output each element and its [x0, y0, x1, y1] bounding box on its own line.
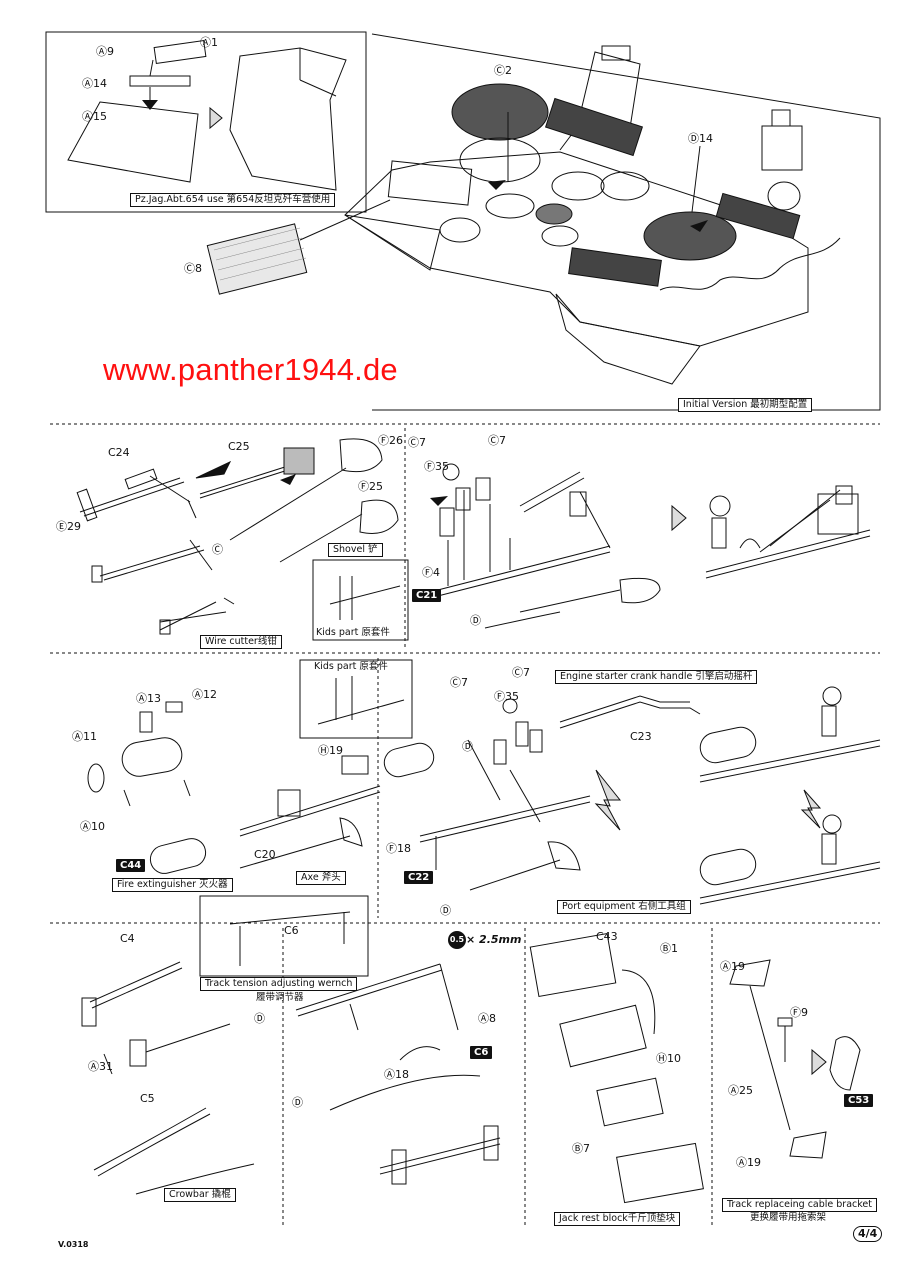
callout-a25: Ⓐ25 [728, 1084, 753, 1097]
callout-f26: Ⓕ26 [378, 434, 403, 447]
callout-d: Ⓓ [470, 614, 481, 627]
callout-a11: Ⓐ11 [72, 730, 97, 743]
fire-extinguisher-caption: Fire extinguisher 灭火器 [112, 878, 233, 892]
callout-c43: C43 [596, 930, 618, 943]
kids-part-box [312, 559, 409, 641]
callout-b1: Ⓑ1 [660, 942, 678, 955]
website-watermark: www.panther1944.de [103, 352, 398, 387]
code-c53: C53 [844, 1094, 874, 1107]
initial-version-caption: Initial Version 最初期型配置 [678, 398, 813, 412]
callout-e29: Ⓔ29 [56, 520, 81, 533]
jack-rest-caption: Jack rest block千斤顶垫块 [554, 1212, 681, 1226]
axe-caption: Axe 斧头 [296, 871, 346, 885]
callout-c7-c: Ⓒ7 [450, 676, 468, 689]
callout-f4: Ⓕ4 [422, 566, 440, 579]
callout-c6-label: C6 [284, 924, 299, 937]
callout-a10: Ⓐ10 [80, 820, 105, 833]
callout-a13: Ⓐ13 [136, 692, 161, 705]
callout-a8: Ⓐ8 [478, 1012, 496, 1025]
callout-b7: Ⓑ7 [572, 1142, 590, 1155]
track-tension-caption-cn: 履带调节器 [256, 992, 304, 1003]
track-tension-caption: Track tension adjusting wernch [200, 977, 358, 991]
callout-f25: Ⓕ25 [358, 480, 383, 493]
code-c44: C44 [116, 859, 146, 872]
callout-a1: Ⓐ1 [200, 36, 218, 49]
callout-a19-b: Ⓐ19 [736, 1156, 761, 1169]
callout-c25: C25 [228, 440, 250, 453]
callout-f35-b: Ⓕ35 [494, 690, 519, 703]
pzjag-caption: Pz.Jag.Abt.654 use 第654反坦克歼车营使用 [130, 193, 336, 207]
callout-a12: Ⓐ12 [192, 688, 217, 701]
code-c21: C21 [412, 589, 442, 602]
drill-dimension: × 2.5mm [466, 933, 522, 946]
callout-h19: Ⓗ19 [318, 744, 343, 757]
engine-crank-caption: Engine starter crank handle 引擎启动摇杆 [555, 670, 758, 684]
port-equipment-caption: Port equipment 右侧工具组 [557, 900, 691, 914]
callout-a9: Ⓐ9 [96, 45, 114, 58]
callout-c23: C23 [630, 730, 652, 743]
callout-c8: Ⓒ8 [184, 262, 202, 275]
drill-size-badge: 0.5 [448, 931, 466, 949]
callout-c7-a: Ⓒ7 [408, 436, 426, 449]
callout-f35: Ⓕ35 [424, 460, 449, 473]
shovel-caption: Shovel 铲 [328, 543, 383, 557]
callout-d14: Ⓓ14 [688, 132, 713, 145]
crowbar-caption: Crowbar 撬棍 [164, 1188, 236, 1202]
callout-h10: Ⓗ10 [656, 1052, 681, 1065]
callout-a19-a: Ⓐ19 [720, 960, 745, 973]
callout-c5: C5 [140, 1092, 155, 1105]
callout-c-mark: Ⓒ [212, 543, 223, 556]
kids-part-caption: Kids part 原套件 [316, 627, 390, 638]
callout-d-b: Ⓓ [462, 740, 473, 753]
callout-f9: Ⓕ9 [790, 1006, 808, 1019]
callout-c2: Ⓒ2 [494, 64, 512, 77]
callout-c20: C20 [254, 848, 276, 861]
page-number: 4/4 [853, 1226, 883, 1242]
callout-d-e: Ⓓ [292, 1096, 303, 1109]
track-cable-caption-cn: 更换履带用拖索架 [750, 1212, 827, 1223]
track-cable-caption: Track replaceing cable bracket [722, 1198, 877, 1212]
callout-d-d: Ⓓ [254, 1012, 265, 1025]
callout-c24: C24 [108, 446, 130, 459]
code-c22: C22 [404, 871, 434, 884]
callout-a31: Ⓐ31 [88, 1060, 113, 1073]
callout-c7-b: Ⓒ7 [488, 434, 506, 447]
callout-a18: Ⓐ18 [384, 1068, 409, 1081]
callout-c7-d: Ⓒ7 [512, 666, 530, 679]
kids-part-caption-2: Kids part 原套件 [314, 661, 388, 672]
callout-a15: Ⓐ15 [82, 110, 107, 123]
version-code: V.0318 [58, 1240, 89, 1249]
callout-c4: C4 [120, 932, 135, 945]
callout-f18: Ⓕ18 [386, 842, 411, 855]
callout-a14: Ⓐ14 [82, 77, 107, 90]
track-tension-box [199, 895, 369, 977]
wire-cutter-caption: Wire cutter线钳 [200, 635, 282, 649]
pzjag-inset-frame [45, 31, 367, 213]
callout-d-c: Ⓓ [440, 904, 451, 917]
kids-part-box-2 [299, 659, 413, 739]
code-c6: C6 [470, 1046, 493, 1059]
